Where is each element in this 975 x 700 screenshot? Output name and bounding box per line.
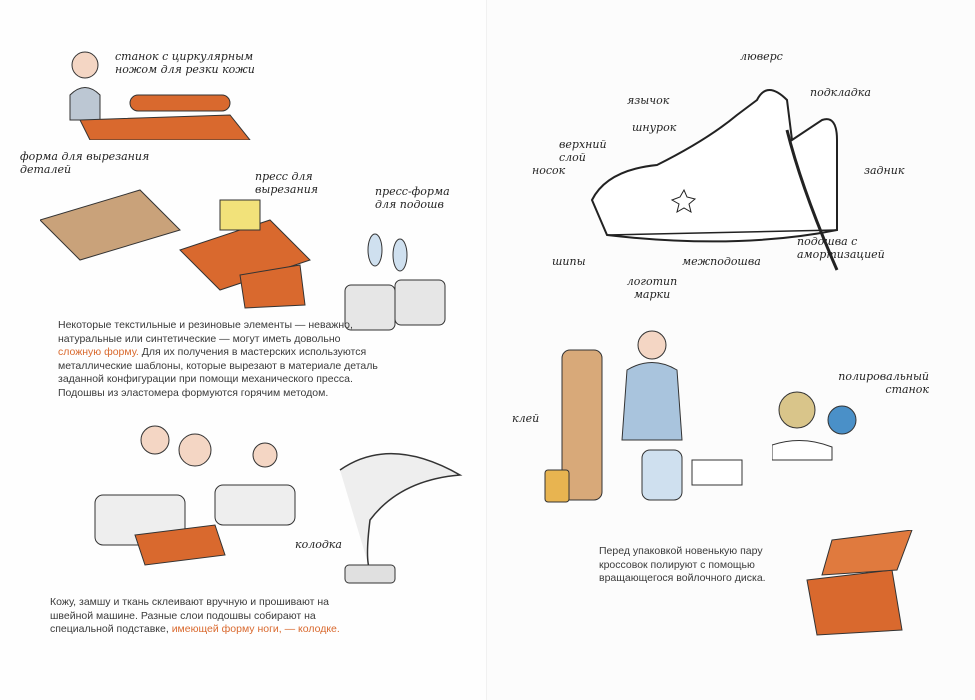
label-last: колодка — [295, 538, 342, 551]
sneaker-diagram — [590, 89, 839, 271]
label-logo: логотип марки — [626, 275, 678, 301]
label-cutting-press: пресс для вырезания — [255, 170, 319, 196]
shoebox-illustration — [806, 530, 913, 636]
label-sole: подошва с амортизацией — [797, 235, 885, 261]
shoemaker-illustration — [561, 330, 743, 501]
label-heel-counter: задник — [864, 164, 905, 177]
paragraph-cutting: Некоторые текстильные и резиновые элемен… — [58, 319, 378, 399]
cutting-forms-illustration — [40, 189, 311, 309]
sewing-workers-illustration — [94, 425, 296, 566]
label-midsole: межподошва — [682, 255, 761, 268]
polishing-machine-illustration — [772, 391, 857, 461]
label-glue: клей — [512, 412, 540, 425]
right-page: люверс подкладка язычок шнурок верхний с… — [487, 0, 975, 700]
label-tongue: язычок — [627, 94, 670, 107]
label-sole-mold: пресс-форма для подошв — [375, 185, 450, 211]
label-cutting-form: форма для вырезания деталей — [20, 150, 150, 176]
label-upper: верхний слой — [559, 138, 607, 164]
left-page: станок с циркулярным ножом для резки кож… — [0, 0, 487, 700]
label-eyelet: люверс — [740, 50, 783, 63]
last-illustration — [339, 453, 463, 584]
label-spikes: шипы — [552, 255, 586, 268]
cutting-machine-illustration — [69, 51, 251, 140]
label-lining: подкладка — [810, 86, 871, 99]
paragraph-polishing: Перед упаковкой новенькую пару кроссовок… — [599, 545, 766, 584]
sole-mold-illustration — [344, 233, 446, 331]
label-polisher: полировальный станок — [838, 370, 929, 396]
label-lace: шнурок — [632, 121, 677, 134]
label-cutting-machine: станок с циркулярным ножом для резки кож… — [115, 50, 255, 76]
label-toe: носок — [532, 164, 566, 177]
paragraph-sewing: Кожу, замшу и ткань склеивают вручную и … — [50, 596, 340, 635]
glue-jar-icon — [544, 469, 570, 503]
